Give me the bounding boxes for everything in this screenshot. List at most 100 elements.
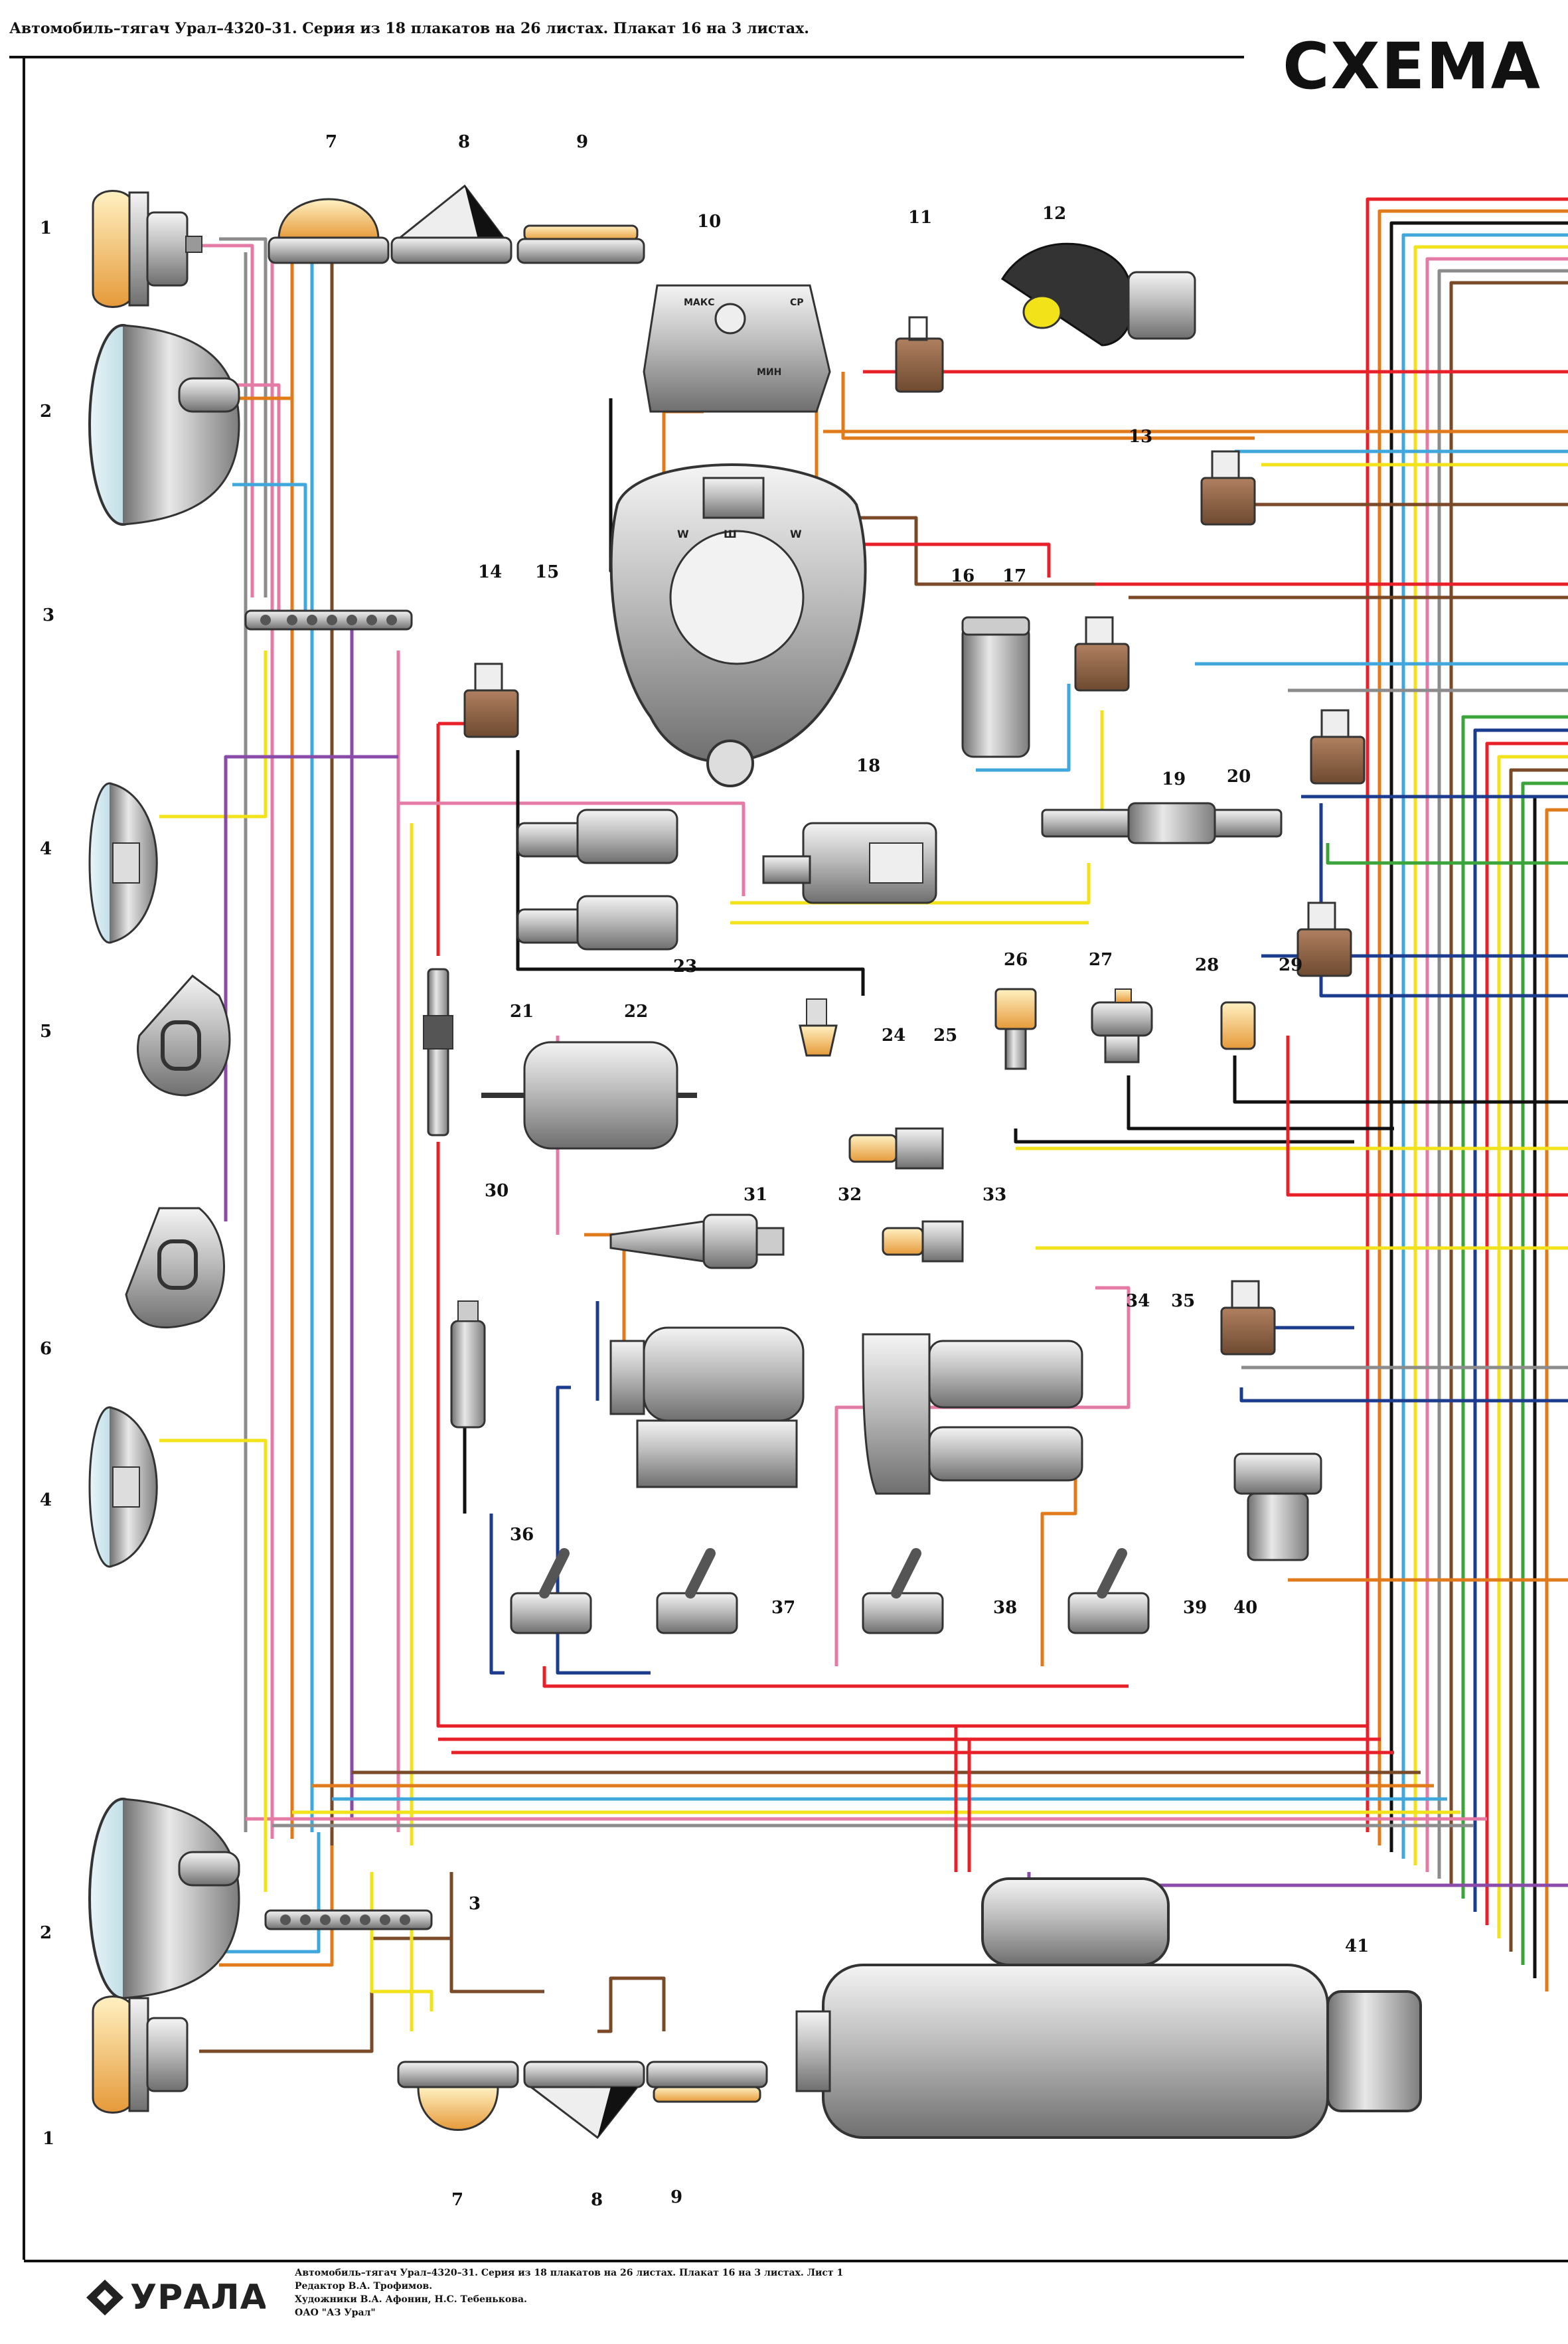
num-9-top: 9 xyxy=(576,132,588,152)
num-1-bottom: 1 xyxy=(42,2129,54,2149)
relay-14 xyxy=(463,663,519,738)
alternator-15: W Ш W xyxy=(609,463,867,787)
lamp-7-top xyxy=(268,198,390,264)
num-2-bottom: 2 xyxy=(40,1923,52,1943)
num-25: 25 xyxy=(933,1026,957,1046)
num-2-top: 2 xyxy=(40,402,52,422)
starter-41 xyxy=(795,1877,1422,2139)
footer-rule xyxy=(24,2260,1568,2262)
num-8-top: 8 xyxy=(458,132,470,152)
relay-17 xyxy=(1074,616,1130,692)
coil-32 xyxy=(609,1326,805,1488)
relay-20 xyxy=(1310,709,1366,785)
toggle-switch-37 xyxy=(656,1548,738,1634)
toggle-switch-38 xyxy=(862,1548,944,1634)
num-37: 37 xyxy=(771,1598,795,1618)
num-36: 36 xyxy=(510,1525,534,1545)
num-22: 22 xyxy=(624,1002,648,1022)
horn-6 xyxy=(125,1207,225,1329)
sensor-28 xyxy=(1220,1001,1256,1050)
lamp-9-top xyxy=(516,224,645,264)
series-header: Автомобиль–тягач Урал–4320–31. Серия из … xyxy=(9,20,809,37)
uralaz-logo: УРАЛАЗ xyxy=(86,2278,266,2317)
num-34: 34 xyxy=(1126,1291,1150,1311)
footer-line-4: ОАО "АЗ Урал" xyxy=(295,2307,376,2318)
num-31: 31 xyxy=(744,1185,767,1205)
header-rule xyxy=(9,56,1244,58)
lamp-7-bottom xyxy=(397,2061,519,2131)
num-21: 21 xyxy=(510,1002,534,1022)
num-6: 6 xyxy=(40,1339,52,1359)
footer-line-1: Автомобиль–тягач Урал–4320–31. Серия из … xyxy=(295,2268,844,2278)
generator-label-sh: Ш xyxy=(724,528,737,540)
side-lamp-1-top xyxy=(92,190,202,308)
toggle-switch-36 xyxy=(510,1548,592,1634)
num-8-bottom: 8 xyxy=(591,2190,603,2210)
num-3-top: 3 xyxy=(42,605,54,625)
fuse-21 xyxy=(423,968,453,1136)
num-7-bottom: 7 xyxy=(451,2190,463,2210)
sensor-27 xyxy=(1091,988,1153,1063)
horn-5 xyxy=(137,974,231,1097)
num-13: 13 xyxy=(1129,427,1152,447)
side-lamp-1-bottom xyxy=(92,1995,189,2114)
generator-label-w2: W xyxy=(790,528,802,540)
num-5: 5 xyxy=(40,1022,52,1042)
num-32: 32 xyxy=(838,1185,862,1205)
num-17: 17 xyxy=(1002,566,1026,586)
sensor-26 xyxy=(994,988,1037,1070)
num-39: 39 xyxy=(1183,1598,1207,1618)
work-lamp-12 xyxy=(1000,242,1196,347)
valve-34 xyxy=(862,1333,1083,1495)
footer-line-3: Художники В.А. Афонин, Н.С. Тебенькова. xyxy=(295,2294,527,2305)
num-23: 23 xyxy=(673,957,697,977)
num-40: 40 xyxy=(1233,1598,1257,1618)
motor-22 xyxy=(481,1041,697,1150)
num-4-top: 4 xyxy=(40,839,52,859)
terminal-block-3-bottom xyxy=(264,1909,433,1930)
regulator-label-sr: СР xyxy=(790,297,804,308)
num-24: 24 xyxy=(882,1026,905,1046)
solenoid-31 xyxy=(609,1213,785,1269)
num-14: 14 xyxy=(478,562,502,582)
headlight-2-top xyxy=(88,324,240,526)
footer-credits: Автомобиль–тягач Урал–4320–31. Серия из … xyxy=(295,2266,843,2319)
num-9-bottom: 9 xyxy=(670,2187,682,2207)
capacitor-16 xyxy=(961,616,1030,758)
lamp-8-top xyxy=(390,184,512,264)
num-16: 16 xyxy=(951,566,975,586)
num-29: 29 xyxy=(1279,955,1302,975)
num-7-top: 7 xyxy=(325,132,337,152)
regulator-label-maks: МАКС xyxy=(684,297,714,308)
lamp-8-bottom xyxy=(523,2061,645,2140)
num-12: 12 xyxy=(1042,204,1066,224)
lamp-9-bottom xyxy=(646,2061,768,2103)
fuse-holder-30 xyxy=(450,1300,486,1429)
headlight-2-bottom xyxy=(88,1798,240,1999)
terminal-block-3-top xyxy=(244,609,413,631)
callout-numbers: 1 2 3 4 5 6 4 2 3 1 7 8 9 10 11 12 13 14… xyxy=(40,132,1369,2210)
num-20: 20 xyxy=(1227,767,1251,787)
num-35: 35 xyxy=(1171,1291,1195,1311)
num-19: 19 xyxy=(1162,769,1186,789)
resistor-19 xyxy=(1041,802,1283,844)
num-4-bottom: 4 xyxy=(40,1490,52,1510)
fog-lamp-4-bottom xyxy=(88,1406,158,1568)
num-18: 18 xyxy=(856,756,880,776)
num-33: 33 xyxy=(982,1185,1006,1205)
num-27: 27 xyxy=(1089,950,1113,970)
regulator-label-min: MИН xyxy=(757,367,781,378)
sensor-33 xyxy=(882,1220,964,1263)
num-15: 15 xyxy=(535,562,559,582)
num-26: 26 xyxy=(1004,950,1028,970)
sensor-24 xyxy=(799,998,838,1057)
num-11: 11 xyxy=(908,208,932,228)
num-41: 41 xyxy=(1345,1936,1369,1956)
page-title: СХЕМА xyxy=(1283,29,1541,104)
voltage-regulator-10: МАКС MИН СР xyxy=(643,284,831,413)
generator-label-w1: W xyxy=(677,528,689,540)
footer-line-2: Редактор В.А. Трофимов. xyxy=(295,2281,433,2292)
glow-plugs-23 xyxy=(516,809,678,951)
relay-29 xyxy=(1296,901,1352,977)
